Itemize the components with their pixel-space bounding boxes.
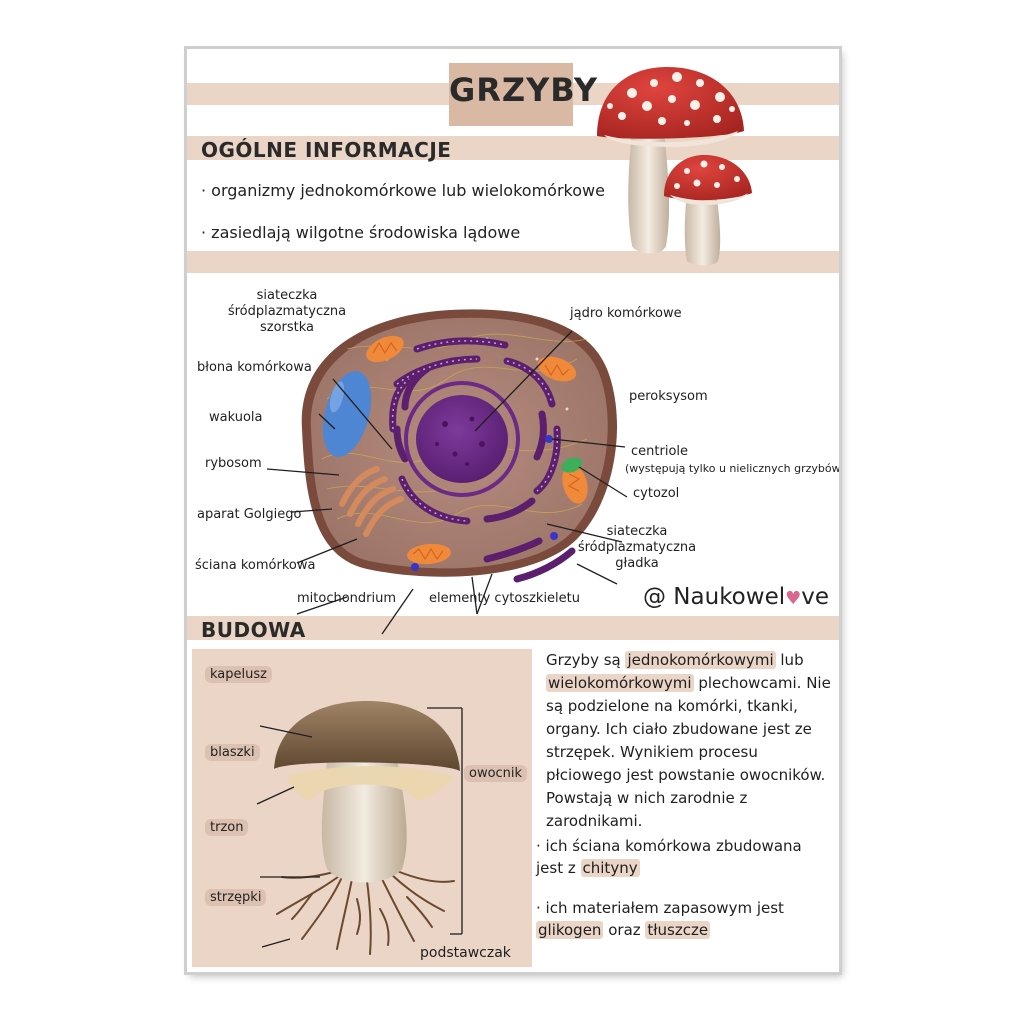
label-ribosome: rybosom [205, 456, 262, 471]
structure-heading: BUDOWA [201, 618, 306, 642]
structure-leader-lines [256, 707, 463, 948]
label-gills: blaszki [205, 744, 260, 761]
label-hyphae: strzępki [205, 889, 267, 906]
boletus-stem [321, 759, 407, 883]
label-mitochondrion: mitochondrium [297, 591, 397, 606]
label-basidiomycete: podstawczak [420, 945, 511, 961]
nucleus-chromatin [435, 416, 485, 466]
label-cell-wall: ściana komórkowa [195, 558, 316, 573]
highlight-glycogen: glikogen [536, 921, 604, 939]
smooth-er [483, 537, 576, 583]
big-toadstool-gills [604, 131, 738, 147]
label-cytoskeleton: elementy cytoszkieletu [429, 591, 581, 606]
peroxisome [545, 435, 553, 443]
mitochondria [366, 335, 588, 565]
label-fruiting-body: owocnik [464, 765, 528, 782]
fact-storage: · ich materiałem zapasowym jest glikogen… [536, 899, 784, 939]
boletus-illustration [256, 701, 463, 955]
label-centriole: centriole [631, 444, 689, 459]
highlight-chitin: chityny [580, 859, 640, 877]
highlight-unicellular: jednokomórkowymi [625, 651, 776, 669]
label-stem: trzon [205, 819, 249, 836]
structure-description: Grzyby są jednokomórkowymi lub wielokomó… [546, 651, 831, 830]
boletus-gills [287, 766, 454, 801]
label-nucleus: jądro komórkowe [570, 306, 682, 321]
heart-icon: ♥ [785, 588, 802, 609]
label-cell-membrane: błona komórkowa [197, 360, 312, 375]
centriole [561, 457, 583, 473]
label-smooth-er: siateczka śródplazmatyczna gładka [577, 524, 697, 571]
nucleus-envelope [404, 381, 520, 497]
label-cap: kapelusz [205, 666, 272, 683]
label-cytosol: cytozol [633, 486, 680, 501]
label-peroxisome: peroksysom [629, 389, 708, 404]
small-toadstool-cap [664, 155, 752, 201]
toadstool-illustration [597, 67, 752, 266]
small-cap-spots [674, 160, 740, 189]
title-box [449, 63, 573, 126]
big-toadstool-stem [628, 131, 670, 254]
hyphae [276, 870, 455, 955]
fact-cell-wall: · ich ściana komórkowa zbudowana jest z … [536, 837, 802, 877]
general-bullet-1: · organizmy jednokomórkowe lub wielokomó… [201, 181, 605, 200]
big-cap-spots [607, 72, 735, 126]
general-header-band [187, 136, 839, 160]
leader-lines [266, 330, 628, 635]
divider-band [187, 251, 839, 273]
label-vacuole: wakuola [209, 410, 263, 425]
small-toadstool-stem [684, 191, 721, 266]
page-title: GRZYBY [449, 71, 599, 109]
general-bullet-2: · zasiedlają wilgotne środowiska lądowe [201, 223, 521, 242]
rough-er-ribosomes [391, 340, 559, 522]
highlight-fats: tłuszcze [645, 921, 711, 939]
small-toadstool-gills [670, 193, 748, 205]
nucleus [416, 395, 508, 483]
golgi-apparatus [339, 466, 404, 537]
big-toadstool-cap [597, 67, 744, 139]
label-rough-er: siateczka śródplazmatyczna szorstka [227, 288, 347, 335]
budowa-header-band [187, 616, 839, 640]
general-info-heading: OGÓLNE INFORMACJE [201, 138, 452, 162]
label-golgi: aparat Golgiego [197, 507, 302, 522]
highlight-multicellular: wielokomórkowymi [546, 674, 694, 692]
label-centriole-note: (występują tylko u nielicznych grzybów) [625, 462, 839, 475]
poster-sheet: GRZYBY OGÓLNE INFORMACJE · organizmy jed… [187, 49, 839, 972]
author-watermark: @ Naukowel♥ve [643, 584, 830, 610]
boletus-cap [274, 701, 460, 771]
fungal-cell-diagram [266, 309, 628, 635]
